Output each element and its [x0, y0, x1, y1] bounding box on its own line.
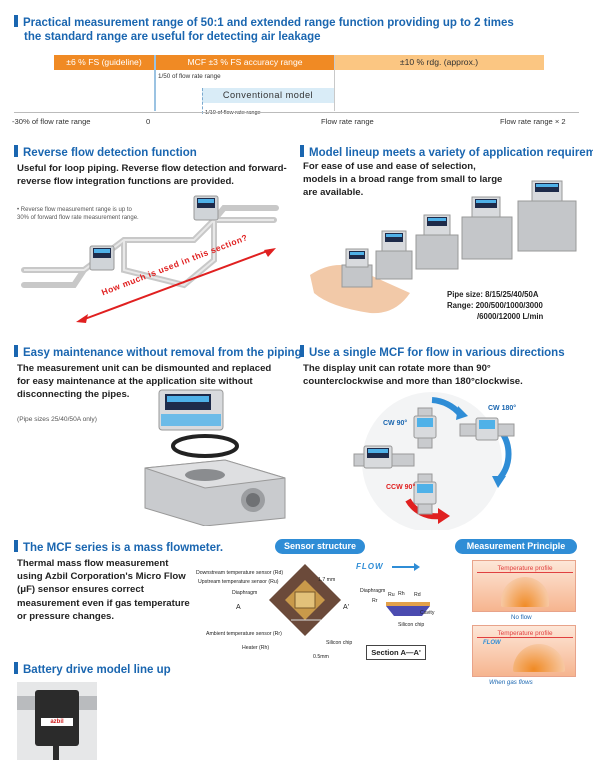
axis-x2: Flow rate range × 2	[500, 117, 566, 126]
section-label: Section A—A'	[366, 645, 426, 660]
principle-box-noflow: Temperature profile	[472, 560, 576, 612]
flow-arrow	[392, 563, 420, 571]
axis-line	[14, 112, 579, 113]
range-end-line	[334, 55, 335, 111]
mass-heading: The MCF series is a mass flowmeter.	[14, 540, 223, 556]
battery-cable	[53, 746, 59, 760]
lbl-silicon: Silicon chip	[326, 640, 353, 646]
principle-box-flow: Temperature profile FLOW	[472, 625, 576, 677]
axis-neg30: -30% of flow rate range	[12, 117, 91, 126]
when-gas-flows-label: When gas flows	[489, 679, 533, 686]
directions-illustration	[353, 392, 515, 530]
seg-accuracy: MCF ±3 % FS accuracy range	[156, 55, 334, 70]
lbl-a-prime: A'	[343, 604, 350, 611]
sensor-chip-illustration	[269, 564, 341, 636]
directions-body: The display unit can rotate more than 90…	[303, 363, 523, 388]
temp-profile-label: Temperature profile	[477, 565, 573, 573]
sub-110-label: 1/10 of flow rate range	[205, 110, 261, 116]
top-title-line2: the standard range are useful for detect…	[24, 31, 321, 43]
sub-150-label: 1/50 of flow rate range	[158, 73, 221, 80]
heading-bar	[300, 345, 304, 357]
mass-body: Thermal mass flow measurement using Azbi…	[17, 558, 190, 622]
heading-bar	[14, 540, 18, 552]
pipe-size: Pipe size: 8/15/25/40/50A	[447, 290, 539, 299]
lbl-upstream: Upstream temperature sensor (Ru)	[198, 579, 279, 585]
lbl-heater: Heater (Rh)	[242, 645, 270, 651]
top-title-line1: Practical measurement range of 50:1 and …	[14, 15, 514, 31]
measurement-principle-pill: Measurement Principle	[455, 539, 577, 554]
directions-heading: Use a single MCF for flow in various dir…	[300, 345, 565, 361]
maintenance-note: (Pipe sizes 25/40/50A only)	[17, 416, 97, 423]
heading-bar	[14, 345, 18, 357]
sec-rd: Rd	[414, 592, 421, 598]
ccw90-label: CCW 90°	[386, 484, 416, 491]
seg-guideline: ±6 % FS (guideline)	[54, 55, 154, 70]
lbl-05mm: 0.5mm	[313, 654, 329, 660]
lbl-a: A	[236, 604, 241, 611]
temp-profile-label-2: Temperature profile	[477, 630, 573, 638]
heading-bar	[300, 145, 304, 157]
heat-dome-flow	[513, 644, 565, 672]
lbl-17mm: 1.7 mm	[318, 577, 336, 583]
flow-label-2: FLOW	[483, 640, 501, 646]
sec-silicon: Silicon chip	[398, 622, 425, 628]
lineup-body: For ease of use and ease of selection, m…	[303, 161, 503, 199]
no-flow-label: No flow	[511, 614, 532, 621]
sec-diaphragm: Diaphragm	[360, 588, 386, 594]
conventional-box: Conventional model	[202, 88, 334, 103]
sec-rr: Rr	[372, 598, 378, 604]
reverse-body: Useful for loop piping. Reverse flow det…	[17, 163, 287, 188]
sec-cavity: Cavity	[420, 610, 435, 616]
heading-bar	[14, 15, 18, 27]
section-illustration	[386, 602, 430, 616]
reverse-heading: Reverse flow detection function	[14, 145, 197, 161]
flow-label: FLOW	[356, 562, 384, 571]
lineup-heading: Model lineup meets a variety of applicat…	[300, 145, 593, 161]
heat-dome-noflow	[501, 577, 549, 607]
axis-zero: 0	[146, 117, 151, 126]
battery-logo: azbil	[41, 718, 73, 726]
lbl-ambient: Ambient temperature sensor (Rr)	[206, 631, 282, 637]
reverse-note: • Reverse flow measurement range is up t…	[17, 207, 139, 221]
sensor-structure-pill: Sensor structure	[275, 539, 365, 554]
lbl-diaphragm: Diaphragm	[232, 590, 258, 596]
maintenance-heading: Easy maintenance without removal from th…	[14, 345, 302, 361]
lineup-illustration	[310, 180, 577, 314]
cw90-label: CW 90°	[383, 420, 408, 427]
range-line2: /6000/12000 L/min	[477, 312, 544, 321]
battery-heading: Battery drive model line up	[14, 662, 171, 678]
lbl-downstream: Downstream temperature sensor (Rd)	[196, 570, 284, 576]
heading-bar	[14, 662, 18, 674]
sec-rh: Rh	[398, 591, 405, 597]
axis-range: Flow rate range	[321, 117, 374, 126]
battery-photo: azbil	[17, 682, 97, 760]
sec-ru: Ru	[388, 592, 395, 598]
seg-rdg: ±10 % rdg. (approx.)	[334, 55, 544, 70]
maintenance-illustration	[144, 389, 286, 526]
maintenance-body: The measurement unit can be dismounted a…	[17, 363, 272, 401]
cw180-label: CW 180°	[488, 405, 517, 412]
zero-line	[154, 55, 156, 111]
range-line1: Range: 200/500/1000/3000	[447, 301, 543, 310]
heading-bar	[14, 145, 18, 157]
loop-piping-illustration	[21, 195, 279, 323]
conv-tick	[202, 88, 203, 114]
